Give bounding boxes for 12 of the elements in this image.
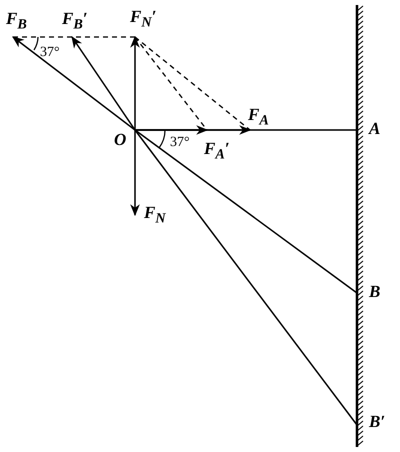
point-label: O bbox=[114, 131, 126, 149]
force-label: F$_{N}$′ bbox=[130, 8, 156, 32]
point-label: A bbox=[369, 120, 380, 138]
angle-label: 37° bbox=[40, 44, 60, 62]
force-label: F$_{A}$ bbox=[248, 106, 269, 130]
point-label: B′ bbox=[369, 413, 386, 431]
point-label: B bbox=[369, 283, 380, 301]
force-label: F$_{N}$ bbox=[144, 204, 166, 228]
force-label: F$_{B}$′ bbox=[62, 10, 88, 34]
force-label: F$_{A}$′ bbox=[204, 140, 230, 164]
force-label: F$_{B}$ bbox=[6, 10, 27, 34]
angle-label: 37° bbox=[170, 134, 190, 152]
